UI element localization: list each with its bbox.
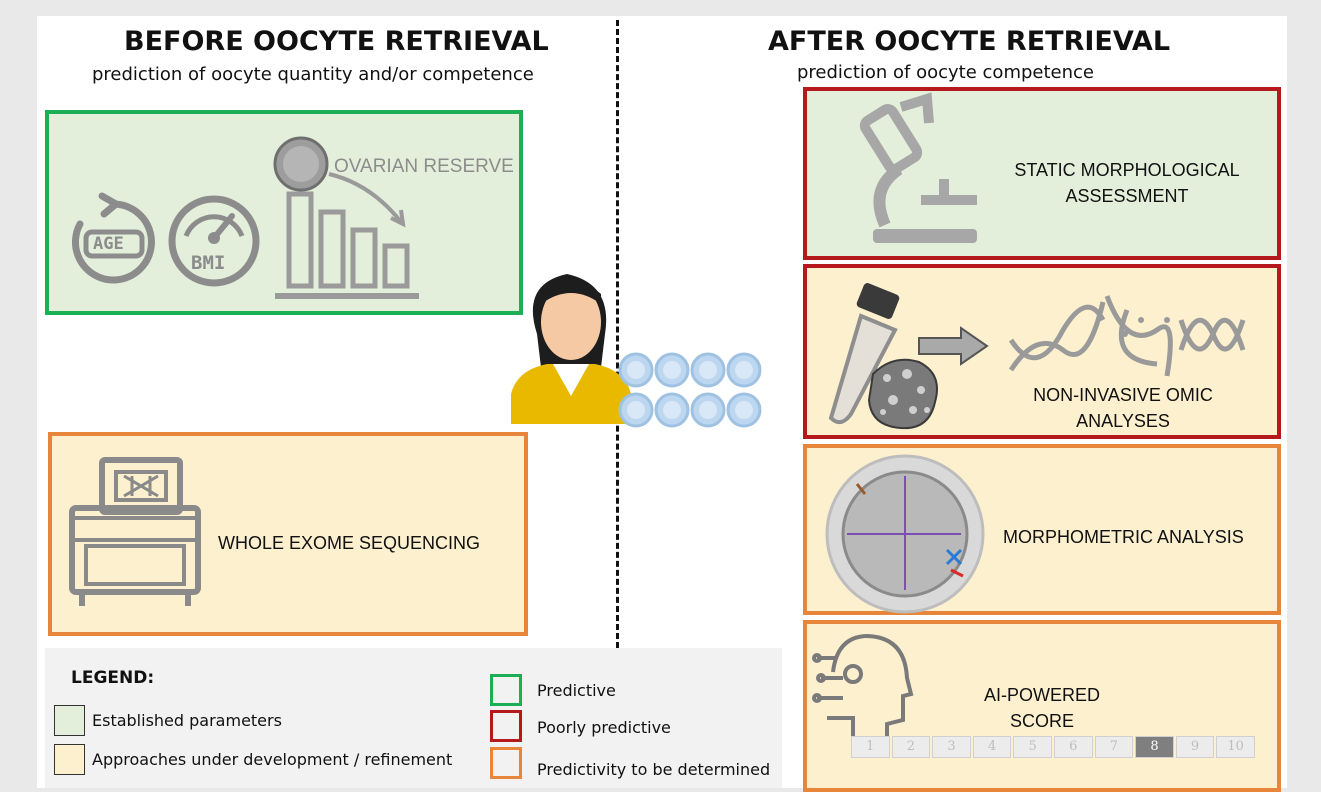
after-subtitle: prediction of oocyte competence (797, 62, 1094, 83)
ovarian-reserve-chart-icon (273, 136, 419, 299)
legend-text-under-development: Approaches under development / refinemen… (92, 750, 453, 769)
bmi-icon-text: BMI (191, 252, 226, 274)
legend-text-established: Established parameters (92, 711, 282, 730)
oocytes-icon (618, 352, 762, 428)
whole-exome-sequencing-label: WHOLE EXOME SEQUENCING (218, 533, 481, 553)
score-scale-cell-2: 2 (891, 736, 931, 758)
dna-strands-icon (1008, 295, 1246, 377)
score-scale-cell-7: 7 (1094, 736, 1134, 758)
ai-powered-score-label: AI-POWERED SCORE (983, 685, 1100, 731)
score-scale-cell-8: 8 (1135, 736, 1174, 758)
before-subtitle: prediction of oocyte quantity and/or com… (92, 64, 534, 85)
clinician-icon (511, 274, 631, 424)
cell-cluster-icon (867, 358, 938, 430)
legend-text-predictive: Predictive (537, 681, 616, 700)
whole-exome-sequencing-box: WHOLE EXOME SEQUENCING (48, 432, 528, 636)
before-title: BEFORE OOCYTE RETRIEVAL (124, 26, 549, 57)
score-scale-cell-9: 9 (1175, 736, 1215, 758)
legend-text-poorly-predictive: Poorly predictive (537, 718, 671, 737)
legend-swatch-established (54, 705, 85, 736)
arrow-right-icon (918, 326, 989, 366)
non-invasive-omic-box: NON-INVASIVE OMIC ANALYSES (803, 264, 1281, 439)
non-invasive-omic-label-2: ANALYSES (1076, 411, 1170, 431)
score-scale-cell-3: 3 (932, 736, 971, 758)
legend-text-tbd: Predictivity to be determined (537, 760, 771, 779)
age-icon-text: AGE (93, 234, 124, 254)
score-scale-cell-1: 1 (851, 736, 890, 758)
legend-swatch-under-development (54, 744, 85, 775)
sequencer-icon (69, 457, 201, 606)
test-tube-icon (828, 283, 900, 425)
static-morphological-label-2: ASSESSMENT (1065, 186, 1189, 206)
legend-swatch-predictive (490, 674, 522, 706)
age-icon (71, 192, 155, 284)
morphometric-analysis-label: MORPHOMETRIC ANALYSIS (1003, 527, 1244, 547)
score-scale-cell-4: 4 (972, 736, 1012, 758)
microscope-icon (859, 92, 977, 243)
score-scale-cell-6: 6 (1053, 736, 1093, 758)
ai-head-icon (812, 634, 914, 750)
static-morphological-box: STATIC MORPHOLOGICAL ASSESSMENT (803, 87, 1281, 260)
legend-title: LEGEND: (71, 668, 155, 688)
legend: LEGEND: Established parameters Approache… (45, 648, 782, 788)
legend-swatch-tbd (490, 747, 522, 779)
bmi-gauge-icon (168, 195, 260, 287)
static-morphological-label-1: STATIC MORPHOLOGICAL (1014, 160, 1240, 180)
morphometric-analysis-box: MORPHOMETRIC ANALYSIS (803, 444, 1281, 615)
oocyte-morphometry-icon (825, 454, 985, 614)
legend-swatch-poorly-predictive (490, 710, 522, 742)
score-scale-cell-5: 5 (1013, 736, 1052, 758)
ovarian-reserve-box: AGE BMI OVARIAN RESERVE (45, 110, 523, 315)
ovarian-reserve-label: OVARIAN RESERVE (334, 156, 514, 177)
non-invasive-omic-label-1: NON-INVASIVE OMIC (1033, 385, 1213, 405)
section-divider (616, 20, 619, 648)
after-title: AFTER OOCYTE RETRIEVAL (768, 26, 1171, 57)
score-scale-cell-10: 10 (1216, 736, 1255, 758)
